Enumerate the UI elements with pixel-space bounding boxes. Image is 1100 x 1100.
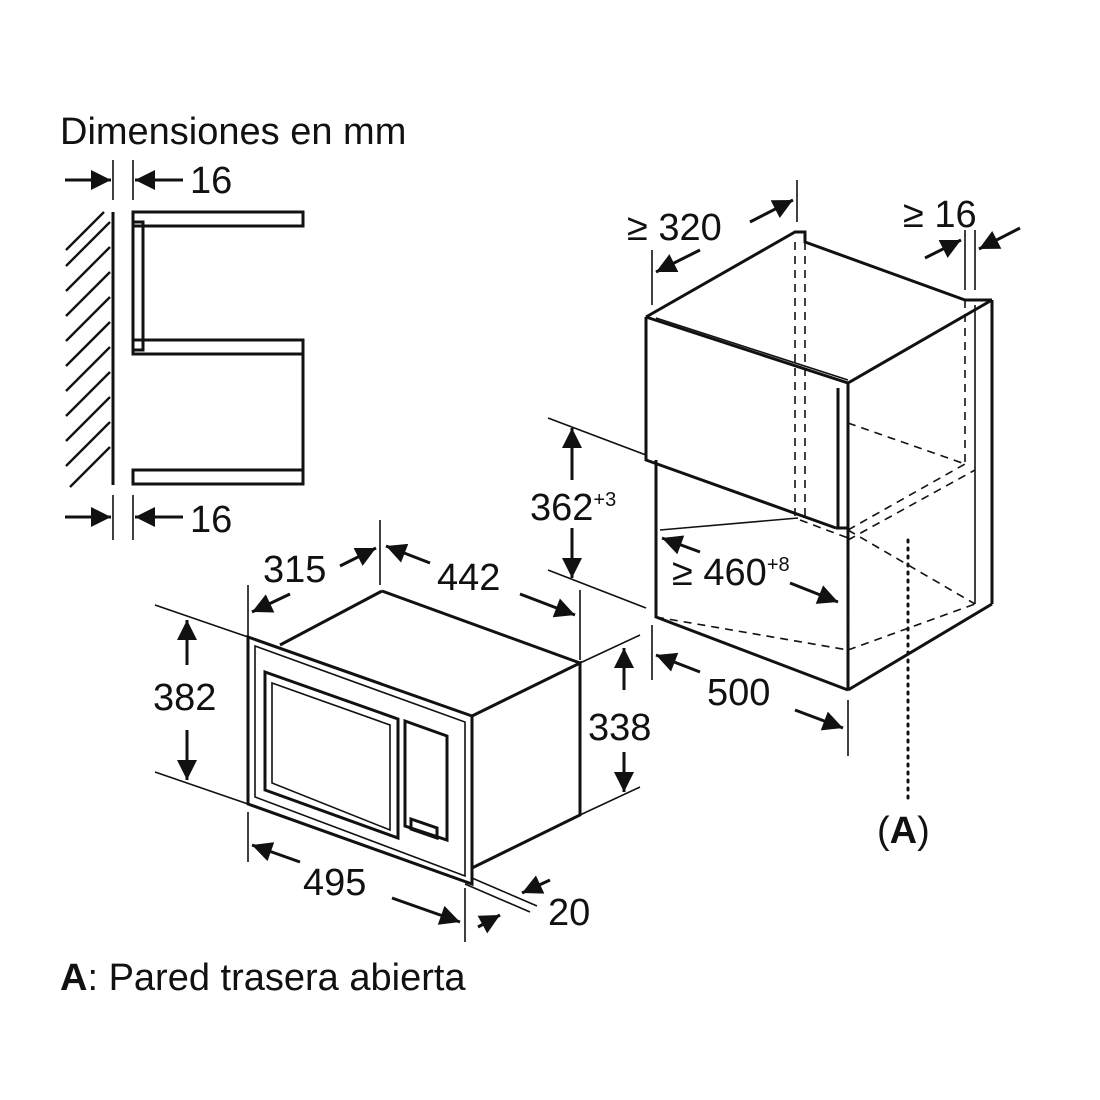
marker-key: A [890, 810, 917, 852]
microwave-width-label: 442 [437, 557, 500, 599]
side-cabinet [131, 210, 305, 486]
legend: A: Pared trasera abierta [60, 957, 466, 999]
title: Dimensiones en mm [60, 111, 406, 153]
microwave-dimensions [154, 520, 641, 942]
legend-key: A [60, 957, 87, 999]
side-bottom-gap-dimension [65, 495, 183, 540]
cabinet-min-depth-label: ≥ 320 [627, 207, 722, 249]
niche-width-value: ≥ 460 [672, 552, 767, 594]
microwave-drawing [246, 589, 582, 887]
microwave-depth-label: 315 [263, 549, 326, 591]
wall-hatch [65, 211, 115, 488]
cabinet-niche-height-label: 362+3 [530, 487, 616, 529]
microwave-front-width-label: 495 [303, 862, 366, 904]
marker-close-paren: ) [917, 810, 930, 852]
side-bottom-gap-label: 16 [190, 499, 232, 541]
niche-width-tolerance: +8 [767, 554, 790, 576]
niche-height-value: 362 [530, 487, 593, 529]
cabinet-drawing [644, 230, 994, 802]
cabinet-width-label: 500 [707, 672, 770, 714]
microwave-front-thickness-label: 20 [548, 892, 590, 934]
marker-open-paren: ( [877, 810, 890, 852]
legend-text: : Pared trasera abierta [87, 957, 466, 999]
cabinet-min-side-label: ≥ 16 [903, 194, 977, 236]
microwave-front-height-label: 382 [153, 677, 216, 719]
cabinet-niche-width-label: ≥ 460+8 [672, 552, 790, 594]
side-view: 16 16 [65, 160, 305, 541]
open-back-marker: (A) [877, 810, 930, 852]
side-top-gap-label: 16 [190, 160, 232, 202]
side-top-gap-dimension [65, 160, 183, 200]
microwave-body-height-label: 338 [588, 707, 651, 749]
niche-height-tolerance: +3 [593, 489, 616, 511]
cabinet-dimensions [547, 180, 1021, 756]
